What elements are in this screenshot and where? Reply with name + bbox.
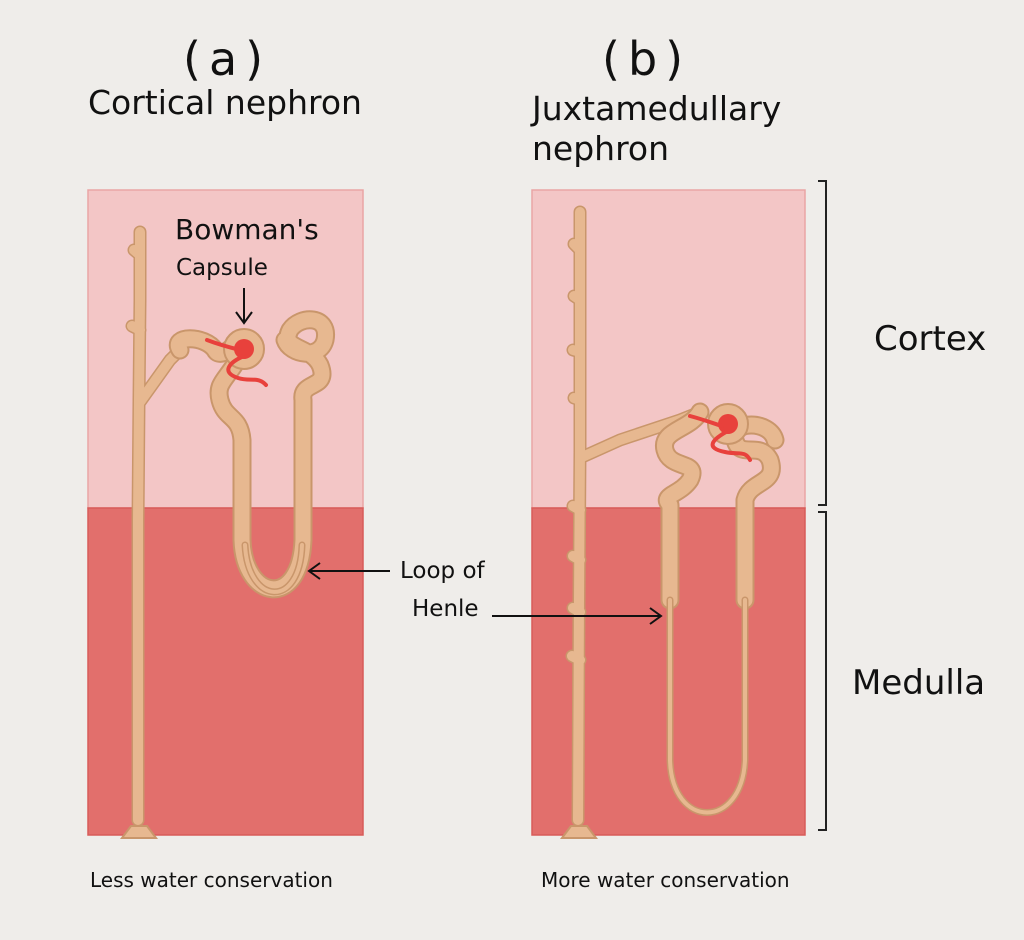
medulla-label: Medulla — [852, 663, 986, 703]
panel-b-caption: More water conservation — [541, 868, 790, 892]
cortex-label: Cortex — [874, 319, 987, 359]
loop-arrow-b — [492, 607, 663, 625]
cortex-bracket — [818, 180, 827, 506]
panel-a-caption: Less water conservation — [90, 868, 333, 892]
panel-b-tubule — [655, 402, 785, 816]
bowmans-label-line-1: Bowman's — [175, 213, 319, 246]
panel-a-letter: (a) — [183, 32, 272, 86]
panel-b-letter: (b) — [602, 32, 692, 86]
panel-a-regions — [87, 189, 364, 836]
panel-a-nephron — [120, 225, 335, 839]
loop-arrow-a — [307, 562, 390, 580]
loop-label-line-1: Loop of — [400, 558, 485, 584]
medulla-bracket — [818, 511, 827, 831]
panel-b-bowmans-capsule — [688, 403, 752, 462]
bowmans-arrow — [235, 288, 253, 325]
panel-a-title: Cortical nephron — [88, 83, 362, 122]
bowmans-label-line-2: Capsule — [176, 255, 268, 281]
panel-a-medulla-zone — [87, 507, 364, 836]
panel-a-bowmans-capsule — [205, 328, 268, 387]
panel-b-nephron — [560, 205, 785, 839]
loop-label-line-2: Henle — [412, 596, 479, 622]
panel-b-title-line-1: Juxtamedullary — [532, 89, 782, 128]
panel-b-collecting-duct — [560, 205, 707, 839]
panel-a-collecting-duct — [120, 225, 187, 839]
panel-b-title-line-2: nephron — [532, 129, 670, 168]
